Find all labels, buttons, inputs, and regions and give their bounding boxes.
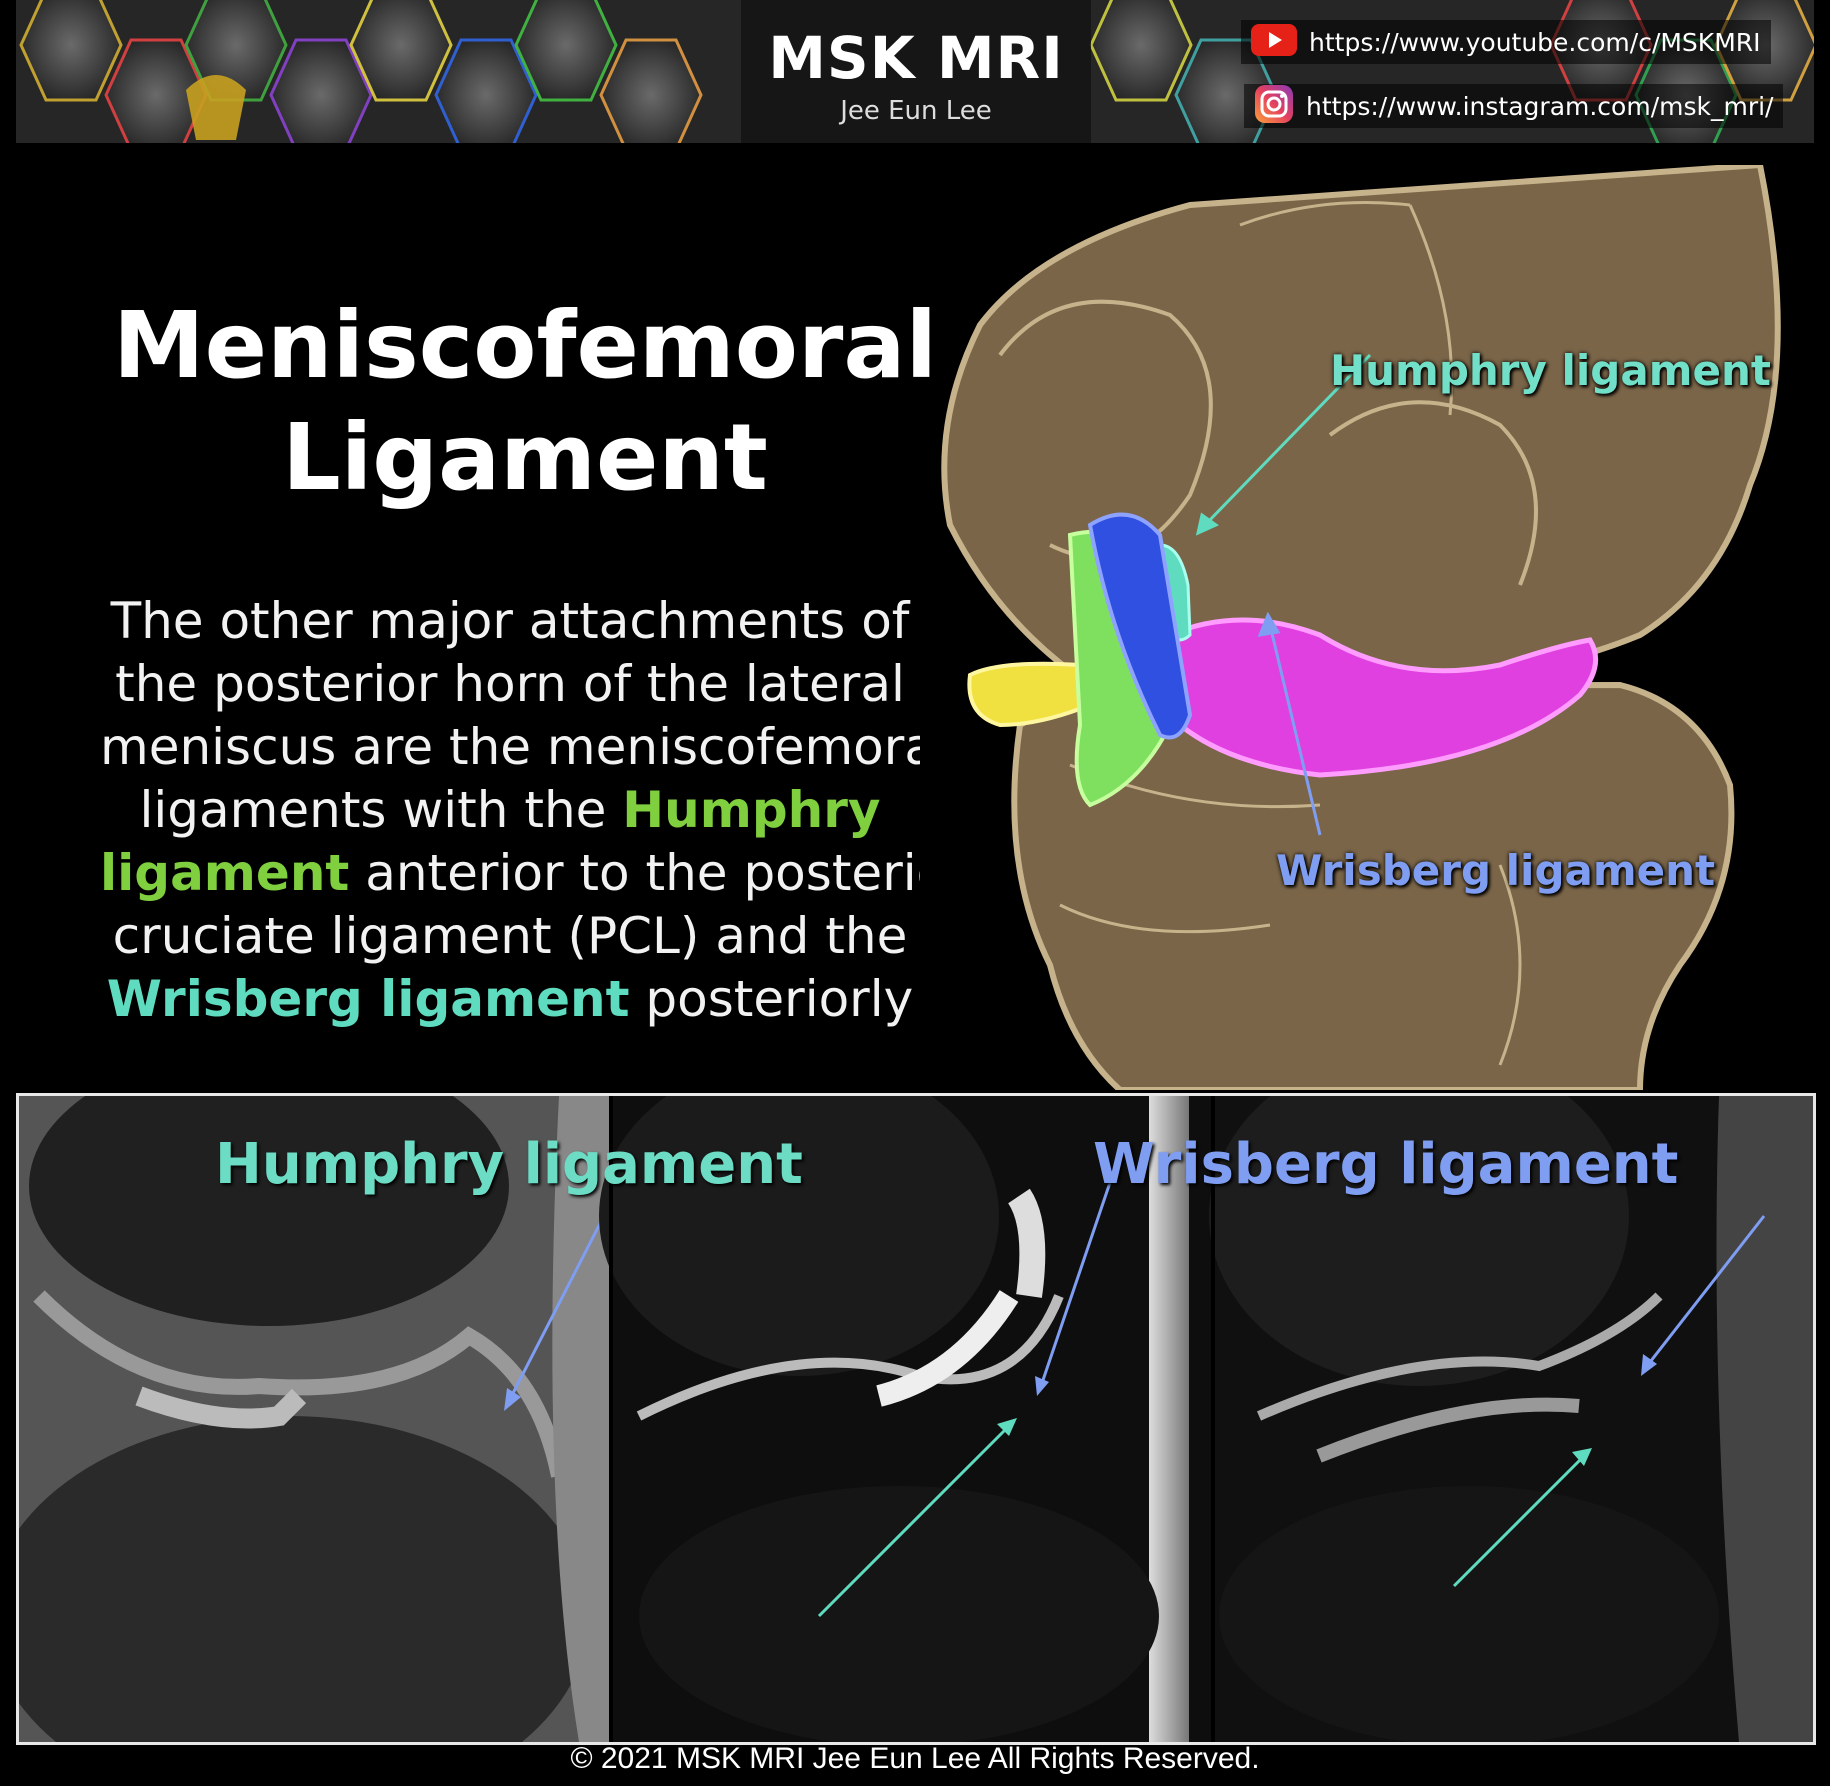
description-line: Wrisberg ligament posteriorly [100,968,920,1031]
mri-image-1 [19,1096,611,1742]
wrisberg-ligament-shape [1087,512,1193,740]
mri-image-panel: Humphry ligament Wrisberg ligament [16,1093,1816,1745]
knee-illustration [941,165,1781,1090]
yellow-ligament [967,661,1093,728]
mri-wrisberg-label: Wrisberg ligament [1093,1132,1679,1197]
instagram-url[interactable]: https://www.instagram.com/msk_mri/ [1306,91,1774,121]
mri-image-3 [1209,1096,1813,1742]
brand-subtitle: Jee Eun Lee [840,96,992,126]
description-line: meniscus are the meniscofemoral [100,718,920,776]
description-line: ligament anterior to the posterior [100,842,920,905]
description-text: posteriorly [629,970,914,1028]
description-text: ligaments with the [139,781,623,839]
page-title: Meniscofemoral Ligament [110,290,940,514]
wrisberg-arrow [1268,624,1322,836]
humphry-arrow [1203,353,1372,527]
illustration-wrisberg-label: Wrisberg ligament [1276,846,1716,895]
description-line: the posterior horn of the lateral [115,655,905,713]
youtube-link[interactable]: https://www.youtube.com/c/MSKMRI [1241,20,1771,64]
lateral-meniscus [1167,617,1599,778]
mri-image-2 [599,1096,1211,1742]
instagram-link[interactable]: https://www.instagram.com/msk_mri/ [1244,84,1784,128]
humphry-highlight: Humphry [622,781,881,839]
youtube-icon [1251,24,1297,60]
instagram-icon [1254,84,1294,128]
humphry-highlight: ligament [100,844,350,902]
copyright-notice: © 2021 MSK MRI Jee Eun Lee All Rights Re… [570,1742,1260,1775]
title-line-2: Ligament [282,404,768,511]
femur-bone [941,165,1781,708]
brand-title: MSK MRI [768,24,1064,92]
header-banner: MSK MRI Jee Eun Lee https://www.youtube.… [16,0,1814,143]
mri-humphry-label: Humphry ligament [215,1132,803,1197]
brand-block: MSK MRI Jee Eun Lee [741,0,1091,143]
description-paragraph: The other major attachments of the poste… [100,590,920,1031]
mri-images [19,1096,1813,1742]
illustration-humphry-label: Humphry ligament [1330,346,1771,395]
title-line-1: Meniscofemoral [113,292,937,399]
description-text: anterior to the posterior [349,844,920,902]
description-line: ligaments with the Humphry [100,779,920,842]
youtube-url[interactable]: https://www.youtube.com/c/MSKMRI [1309,27,1761,57]
description-line: The other major attachments of [110,592,910,650]
wrisberg-highlight: Wrisberg ligament [106,970,630,1028]
description-line: cruciate ligament (PCL) and the [112,907,908,965]
